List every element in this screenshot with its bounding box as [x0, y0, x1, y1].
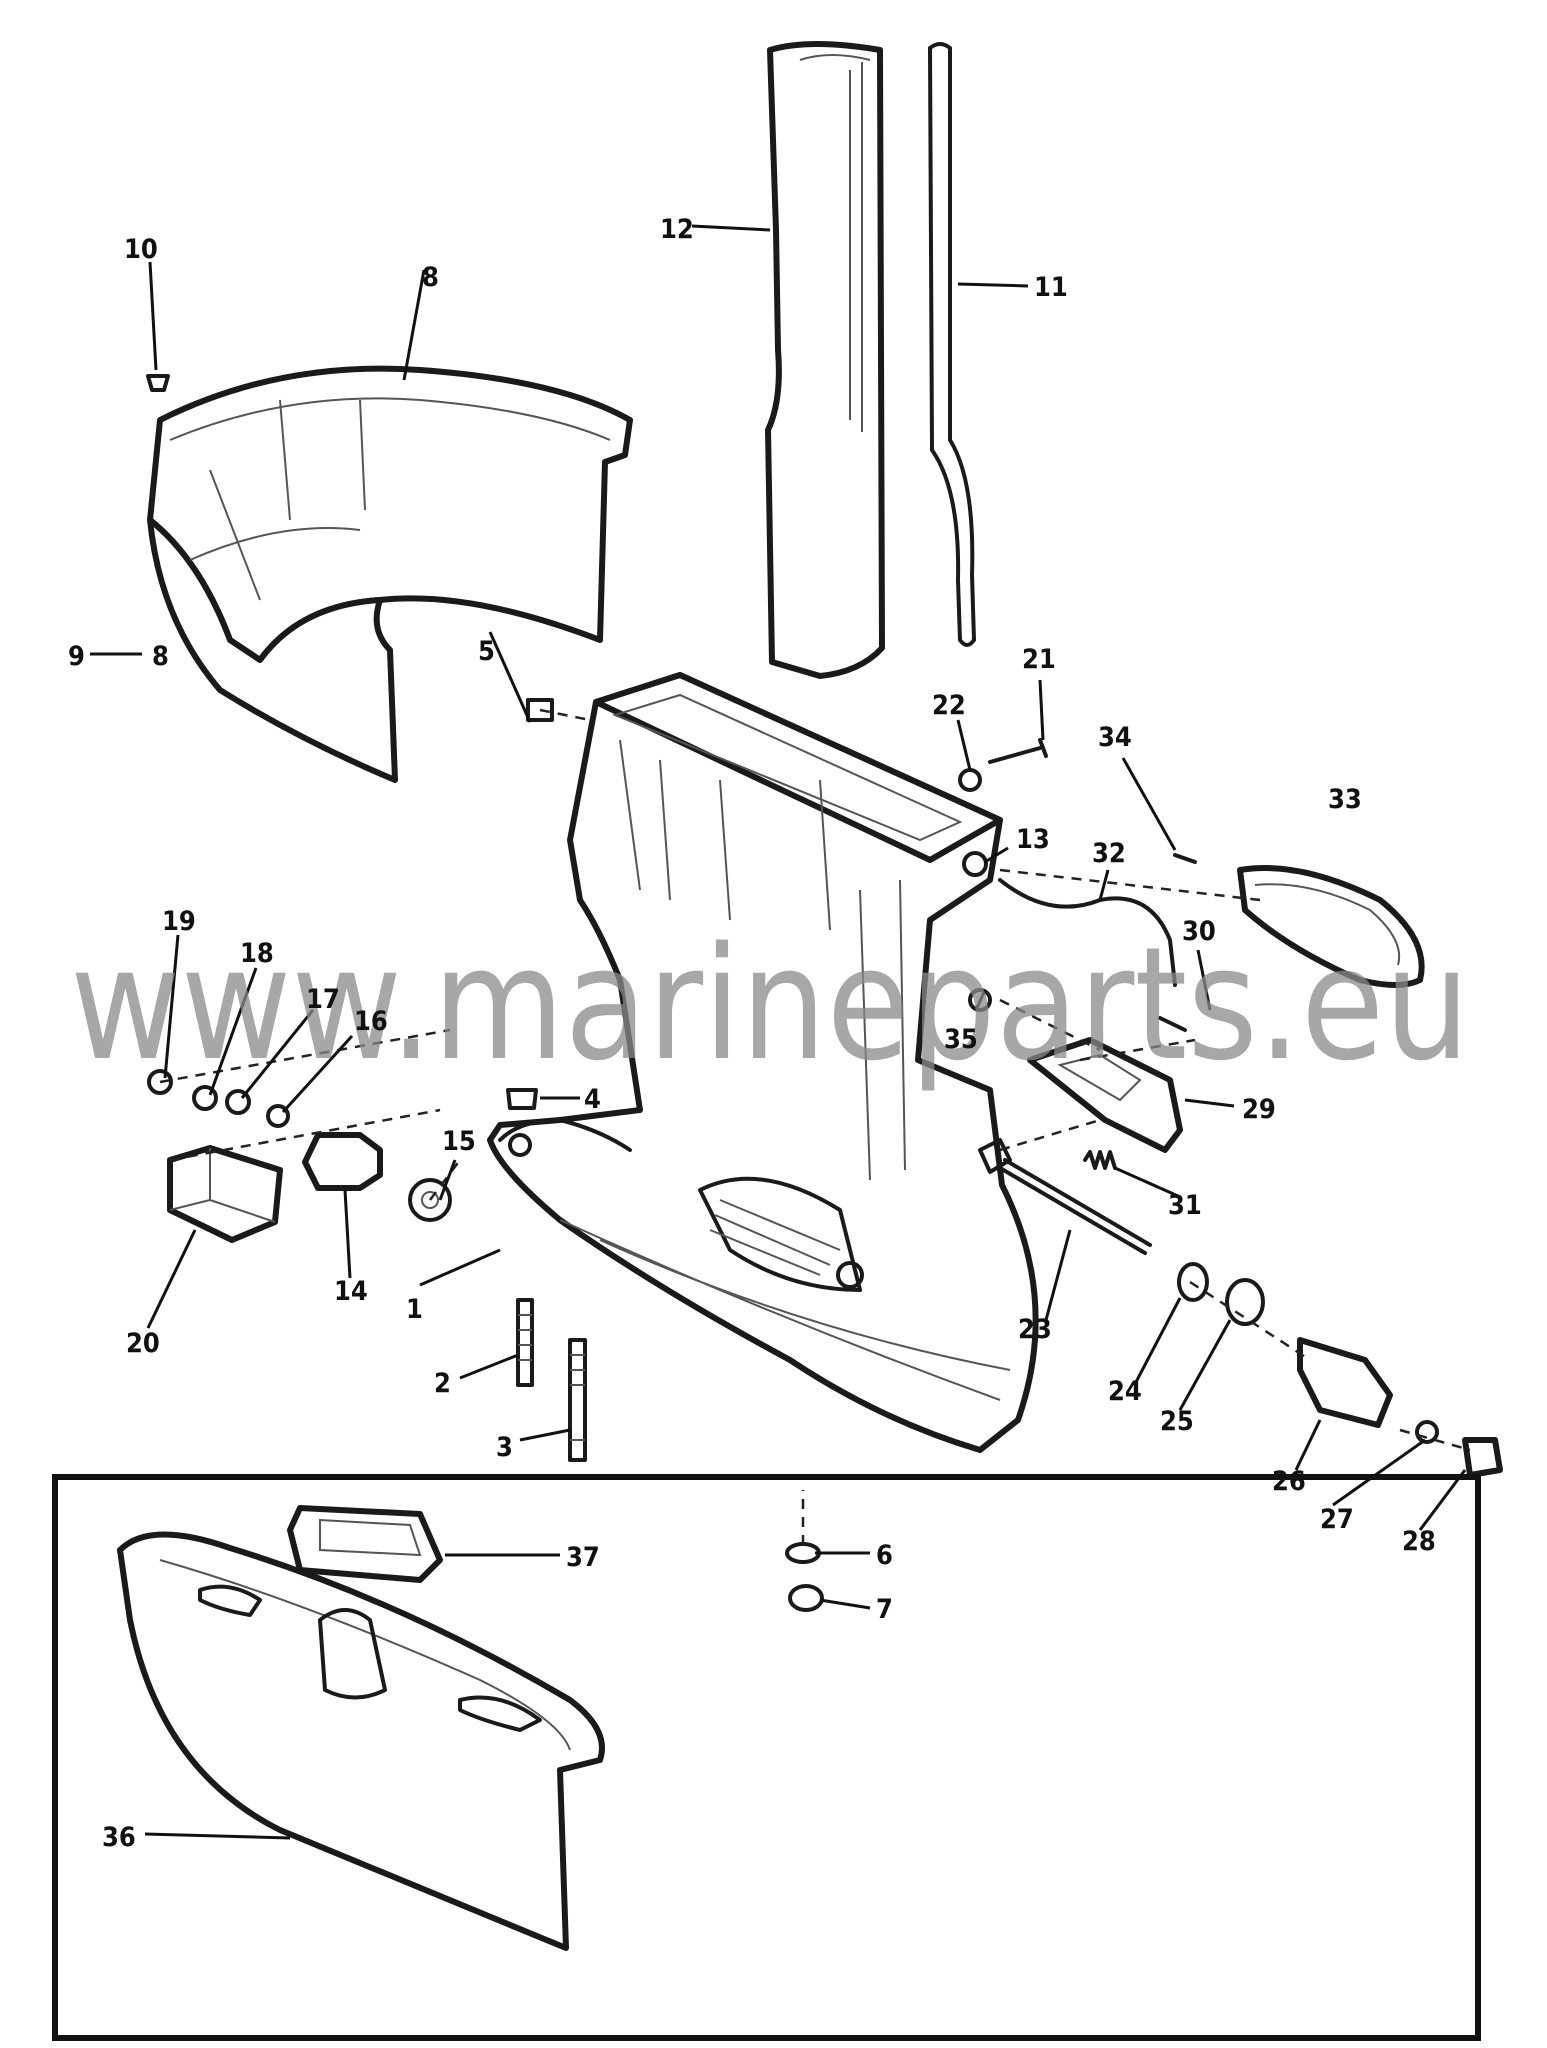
callout-6: 6 [876, 1540, 893, 1571]
callout-2: 2 [434, 1368, 451, 1399]
callout-36: 36 [102, 1822, 136, 1853]
part-19-nut [147, 1069, 173, 1095]
callout-32: 32 [1092, 838, 1126, 869]
callout-3: 3 [496, 1432, 513, 1463]
part-25-washer [1225, 1278, 1265, 1326]
part-16-washer [266, 1104, 290, 1128]
part-2-stud [516, 1298, 534, 1387]
callout-12: 12 [660, 214, 694, 245]
part-30-screw [1158, 1016, 1187, 1032]
callout-24: 24 [1108, 1376, 1142, 1407]
callout-27: 27 [1320, 1504, 1354, 1535]
callout-37: 37 [566, 1542, 600, 1573]
callout-33: 33 [1328, 784, 1362, 815]
part-18-washer [192, 1085, 218, 1111]
callout-15: 15 [442, 1126, 476, 1157]
part-8-side-cowl [147, 365, 633, 783]
part-35-nut [968, 988, 992, 1012]
callout-21: 21 [1022, 644, 1056, 675]
callout-26: 26 [1272, 1466, 1306, 1497]
callout-8: 8 [422, 262, 439, 293]
callout-30: 30 [1182, 916, 1216, 947]
part-22-washer [958, 768, 982, 792]
callout-1: 1 [406, 1294, 423, 1325]
part-21-screw [988, 738, 1048, 764]
watermark: www.marineparts.eu [70, 913, 1470, 1095]
callout-5: 5 [478, 636, 495, 667]
part-15-grommet [408, 1178, 452, 1222]
callout-19: 19 [162, 906, 196, 937]
callout-34: 34 [1098, 722, 1132, 753]
part-3-stud [568, 1338, 587, 1462]
callout-22: 22 [932, 690, 966, 721]
callout-28: 28 [1402, 1526, 1436, 1557]
callout-18: 18 [240, 938, 274, 969]
part-13-nut [962, 851, 988, 877]
part-1-driveshaft-housing [487, 672, 1039, 1453]
part-33-cover [1237, 865, 1425, 988]
part-24-washer [1177, 1262, 1209, 1302]
callout-20: 20 [126, 1328, 160, 1359]
part-4-plug [506, 1088, 538, 1110]
callout-13: 13 [1016, 824, 1050, 855]
callout-7: 7 [876, 1594, 893, 1625]
callout-10: 10 [124, 234, 158, 265]
part-12-exhaust-tube [765, 41, 885, 679]
callout-23: 23 [1018, 1314, 1052, 1345]
callout-35: 35 [944, 1024, 978, 1055]
part-7-nut [788, 1584, 824, 1612]
callout-8-lower: 8 [152, 641, 169, 672]
part-37-seal [287, 1505, 443, 1583]
part-5-plug [526, 698, 554, 722]
part-14-sensor [302, 1132, 383, 1191]
part-26-bushing [1297, 1337, 1393, 1428]
part-20-block [167, 1145, 283, 1243]
callout-9: 9 [68, 641, 85, 672]
callout-4: 4 [584, 1084, 601, 1115]
part-17-nut [225, 1089, 251, 1115]
part-28-cap [1462, 1437, 1503, 1478]
inset-box [52, 1474, 1481, 2041]
callout-31: 31 [1168, 1190, 1202, 1221]
part-11-water-tube [928, 42, 976, 647]
callout-11: 11 [1034, 272, 1068, 303]
callout-14: 14 [334, 1276, 368, 1307]
part-36-housing-cover [117, 1531, 605, 1951]
callout-16: 16 [354, 1006, 388, 1037]
part-10-screw [146, 374, 170, 392]
callout-17: 17 [306, 984, 340, 1015]
callout-25: 25 [1160, 1406, 1194, 1437]
callout-29: 29 [1242, 1094, 1276, 1125]
part-31-spring [1083, 1150, 1117, 1170]
part-27-washer [1415, 1420, 1439, 1444]
part-23-bolt [978, 1138, 1152, 1255]
part-34-screw [1173, 853, 1197, 864]
part-6-washer [785, 1542, 821, 1564]
